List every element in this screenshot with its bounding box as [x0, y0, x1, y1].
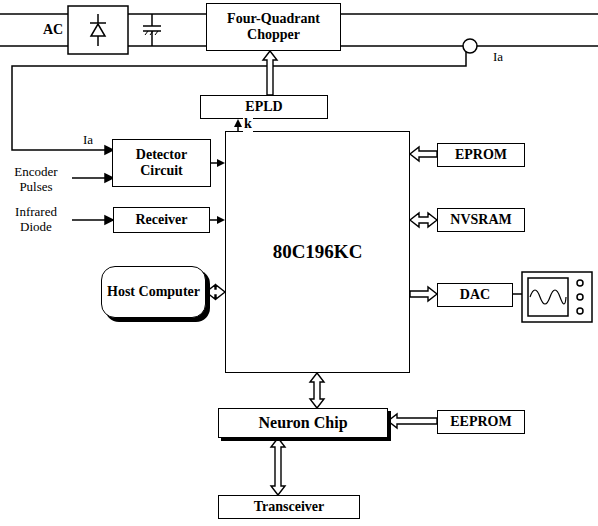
chopper-box: Four-Quadrant Chopper: [206, 3, 341, 51]
box-label: Detector Circuit: [118, 147, 205, 179]
epld-box: EPLD: [200, 95, 328, 119]
memory-box: EEPROM: [437, 410, 525, 434]
detector-box: Detector Circuit: [112, 139, 211, 187]
box-label: EPLD: [245, 99, 282, 115]
host-box: Host Computer: [101, 266, 206, 318]
cpu-box: 80C196KC: [225, 131, 410, 373]
connector-arrow: [410, 213, 437, 227]
receiver-box: Receiver: [113, 207, 210, 233]
connector-arrow: [388, 414, 437, 428]
connector-arrow: [410, 287, 437, 301]
box-label: Four-Quadrant Chopper: [212, 11, 335, 43]
transceiver-box: Transceiver: [218, 495, 360, 519]
box-label: Transceiver: [254, 499, 325, 515]
box-label: EEPROM: [450, 414, 511, 430]
connector-arrow: [206, 285, 225, 299]
signal-name: Encoder Pulses: [2, 165, 70, 195]
neuron-chip-box: Neuron Chip: [218, 408, 388, 438]
dac-box: DAC: [437, 283, 513, 307]
box-label: 80C196KC: [273, 241, 363, 263]
connector-arrow: [410, 147, 437, 161]
connector-arrow: [210, 216, 225, 224]
connector-arrow: [234, 119, 242, 131]
ac-label: AC: [38, 22, 68, 38]
box-label: NVSRAM: [450, 212, 511, 228]
connector-arrow: [310, 373, 324, 408]
signal-name: Ia: [486, 50, 510, 65]
box-label: DAC: [460, 287, 490, 303]
connector-arrow: [211, 159, 225, 167]
signal-name: Ia: [76, 133, 100, 148]
box-label: Neuron Chip: [258, 414, 347, 432]
signal-name: k: [243, 116, 253, 132]
memory-box: EPROM: [437, 143, 525, 167]
connector-arrow: [263, 51, 277, 95]
box-label: Receiver: [135, 212, 187, 228]
box-label: EPROM: [455, 147, 507, 163]
box-label: Host Computer: [107, 284, 200, 300]
signal-name: Infrared Diode: [2, 205, 70, 235]
memory-box: NVSRAM: [437, 208, 525, 232]
connector-arrow: [271, 438, 285, 495]
